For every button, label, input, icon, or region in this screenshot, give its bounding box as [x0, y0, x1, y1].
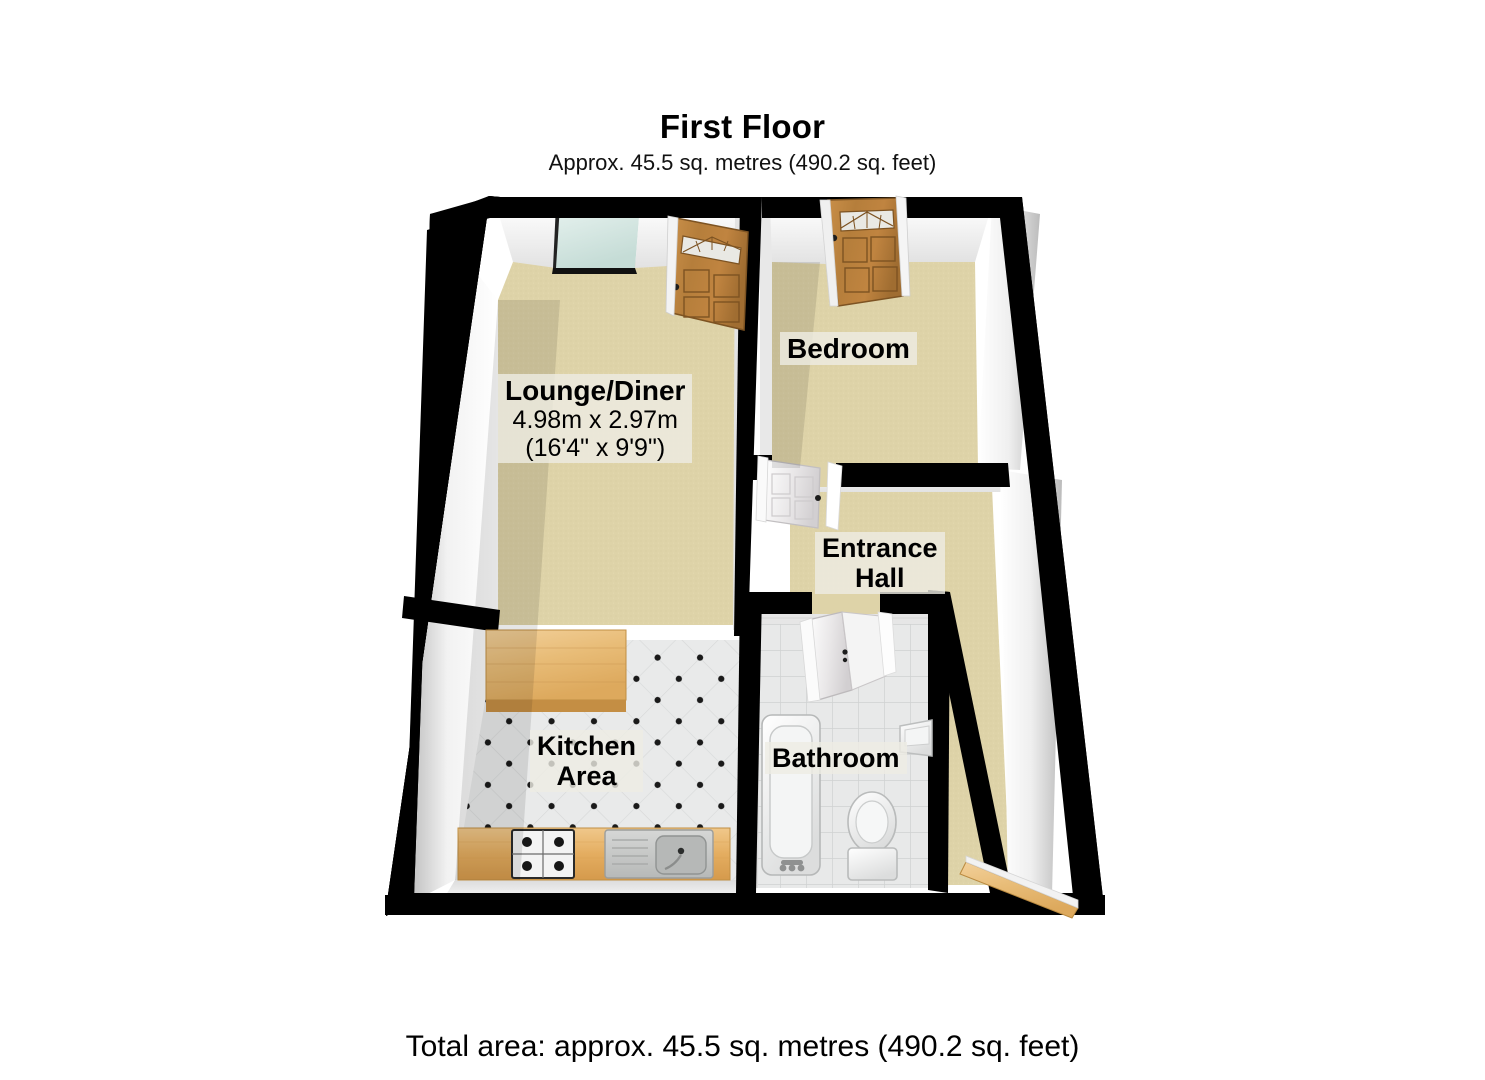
- total-area-text: Total area: approx. 45.5 sq. metres (490…: [405, 1030, 1080, 1063]
- page-title: First Floor: [659, 108, 826, 145]
- bathroom-wash-basin: [899, 719, 933, 757]
- page-subtitle: Approx. 45.5 sq. metres (490.2 sq. feet): [548, 150, 937, 175]
- bathroom-bath-tub: [761, 714, 821, 876]
- front-door-lounge[interactable]: [665, 215, 749, 331]
- walls-structure: [385, 196, 1105, 916]
- door-entrance[interactable]: [959, 855, 1079, 919]
- kitchen-sink[interactable]: [604, 829, 714, 879]
- wall-face-lounge-top-left: [496, 205, 560, 268]
- wall-face-bedroom-left: [760, 205, 772, 468]
- bathroom-toilet: [847, 791, 898, 881]
- wall-face-bedroom-top2: [900, 205, 992, 262]
- door-bedroom-hall[interactable]: [755, 455, 843, 531]
- kitchen-gas-hob[interactable]: [511, 829, 575, 879]
- front-door-bedroom[interactable]: [819, 195, 911, 307]
- doorway-bathroom-opening: [812, 592, 880, 614]
- door-bathroom[interactable]: [799, 611, 897, 703]
- wall-face-bedroom-top: [770, 205, 830, 264]
- window-lounge: [552, 205, 640, 274]
- kitchen-worktop-island: [485, 629, 627, 712]
